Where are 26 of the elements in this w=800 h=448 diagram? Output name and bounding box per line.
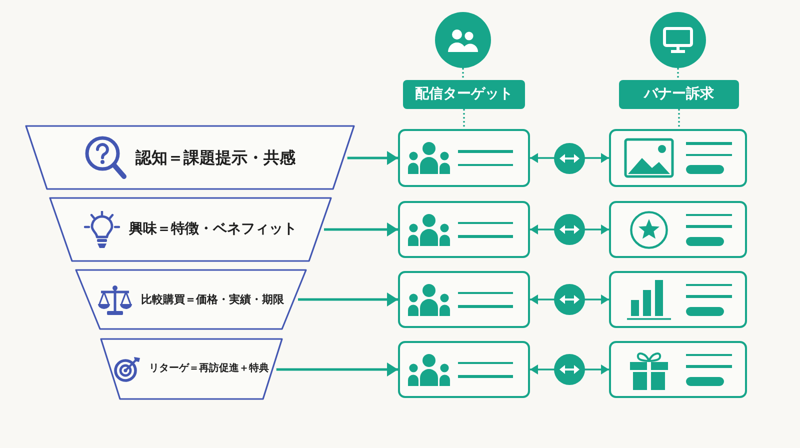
dotted-connector [462,68,464,80]
funnel-stage [100,338,283,400]
target-card [398,271,530,328]
stage-label: 比較購買＝価格・実績・期限 [141,292,284,306]
funnel-stage [75,269,307,330]
stage-label: 興味＝特徴・ベネフィット [129,220,297,238]
funnel-stage [25,125,355,190]
column-header: 配信ターゲット [403,80,525,109]
arrow [324,222,398,236]
stage-label: 認知＝課題提示・共感 [136,148,296,168]
funnel-stage [49,197,332,262]
banner-card [609,271,747,328]
column-header: バナー訴求 [619,80,739,109]
stage-label: リターゲ＝再訪促進＋特典 [149,362,269,376]
arrow [347,151,398,165]
banner-card [609,341,747,398]
dotted-connector [463,109,465,129]
target-card [398,129,530,187]
target-card [398,201,530,258]
arrow [298,292,398,306]
dotted-connector [677,68,679,80]
banner-card [609,129,747,187]
dotted-connector [678,109,680,129]
target-card [398,341,530,398]
arrow [276,362,398,376]
banner-card [609,201,747,258]
